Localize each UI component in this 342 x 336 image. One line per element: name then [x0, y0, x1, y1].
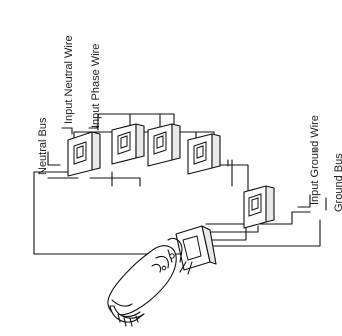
shower-head-icon [107, 237, 183, 327]
breaker-5 [243, 185, 275, 229]
breaker-4 [187, 133, 221, 175]
label-input-neutral-wire: Input Neutral Wire [63, 35, 75, 124]
label-neutral-bus: Neutral Bus [37, 117, 49, 175]
junction-box [175, 225, 217, 275]
label-ground-bus: Ground Bus [333, 153, 342, 212]
leader-lines [47, 125, 327, 211]
label-input-phase-wire: Input Phase Wire [90, 44, 102, 128]
breaker-2 [111, 123, 145, 165]
breaker-1 [67, 131, 101, 177]
label-input-ground-wire: Input Ground Wire [309, 115, 321, 205]
wiring [73, 113, 321, 247]
neutral-bus-rail [33, 171, 181, 255]
breaker-3 [147, 123, 181, 167]
